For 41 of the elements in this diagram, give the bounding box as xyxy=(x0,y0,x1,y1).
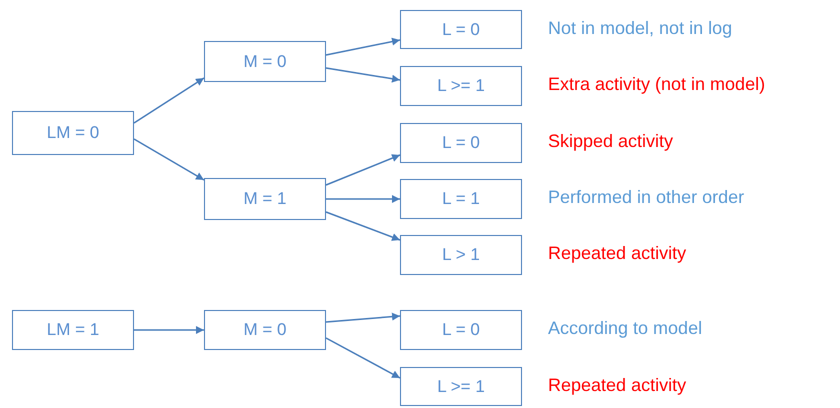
outcome-note: According to model xyxy=(548,318,702,339)
arrow xyxy=(326,154,400,186)
arrow xyxy=(326,195,400,203)
process-box xyxy=(204,178,326,220)
arrow xyxy=(326,211,400,241)
node-label: L > 1 xyxy=(442,245,480,265)
outcome-note: Repeated activity xyxy=(548,374,686,396)
arrow xyxy=(326,67,400,83)
node-label: L >= 1 xyxy=(437,76,485,96)
node-label: M = 0 xyxy=(244,320,286,340)
process-box xyxy=(12,111,134,155)
outcome-note: Repeated activity xyxy=(548,243,686,264)
process-box xyxy=(400,310,522,350)
process-box xyxy=(204,310,326,350)
node-label: LM = 0 xyxy=(46,123,100,143)
process-box xyxy=(400,235,522,275)
node-label: LM = 1 xyxy=(46,320,100,340)
node-label: L = 0 xyxy=(442,320,480,340)
arrow xyxy=(134,326,204,334)
arrow xyxy=(326,312,400,323)
node-label: L = 0 xyxy=(442,20,480,40)
process-box xyxy=(204,41,326,82)
node-label: L >= 1 xyxy=(437,376,485,396)
outcome-note: Extra activity (not in model) xyxy=(548,74,766,95)
node-label: M = 0 xyxy=(244,52,286,72)
node-label: M = 1 xyxy=(244,189,286,209)
outcome-note: Performed in other order xyxy=(548,187,744,208)
arrow xyxy=(134,77,204,124)
process-box xyxy=(12,310,134,350)
node-label: L = 0 xyxy=(442,133,480,153)
process-box xyxy=(400,123,522,163)
process-box xyxy=(400,179,522,219)
process-box xyxy=(400,66,522,106)
process-box xyxy=(400,367,522,406)
node-label: L = 1 xyxy=(442,189,480,209)
outcome-note: Not in model, not in log xyxy=(548,18,732,38)
arrow xyxy=(326,337,400,379)
outcome-note: Skipped activity xyxy=(548,131,674,152)
process-box xyxy=(400,10,522,49)
arrow xyxy=(326,38,400,56)
arrow xyxy=(134,138,204,181)
